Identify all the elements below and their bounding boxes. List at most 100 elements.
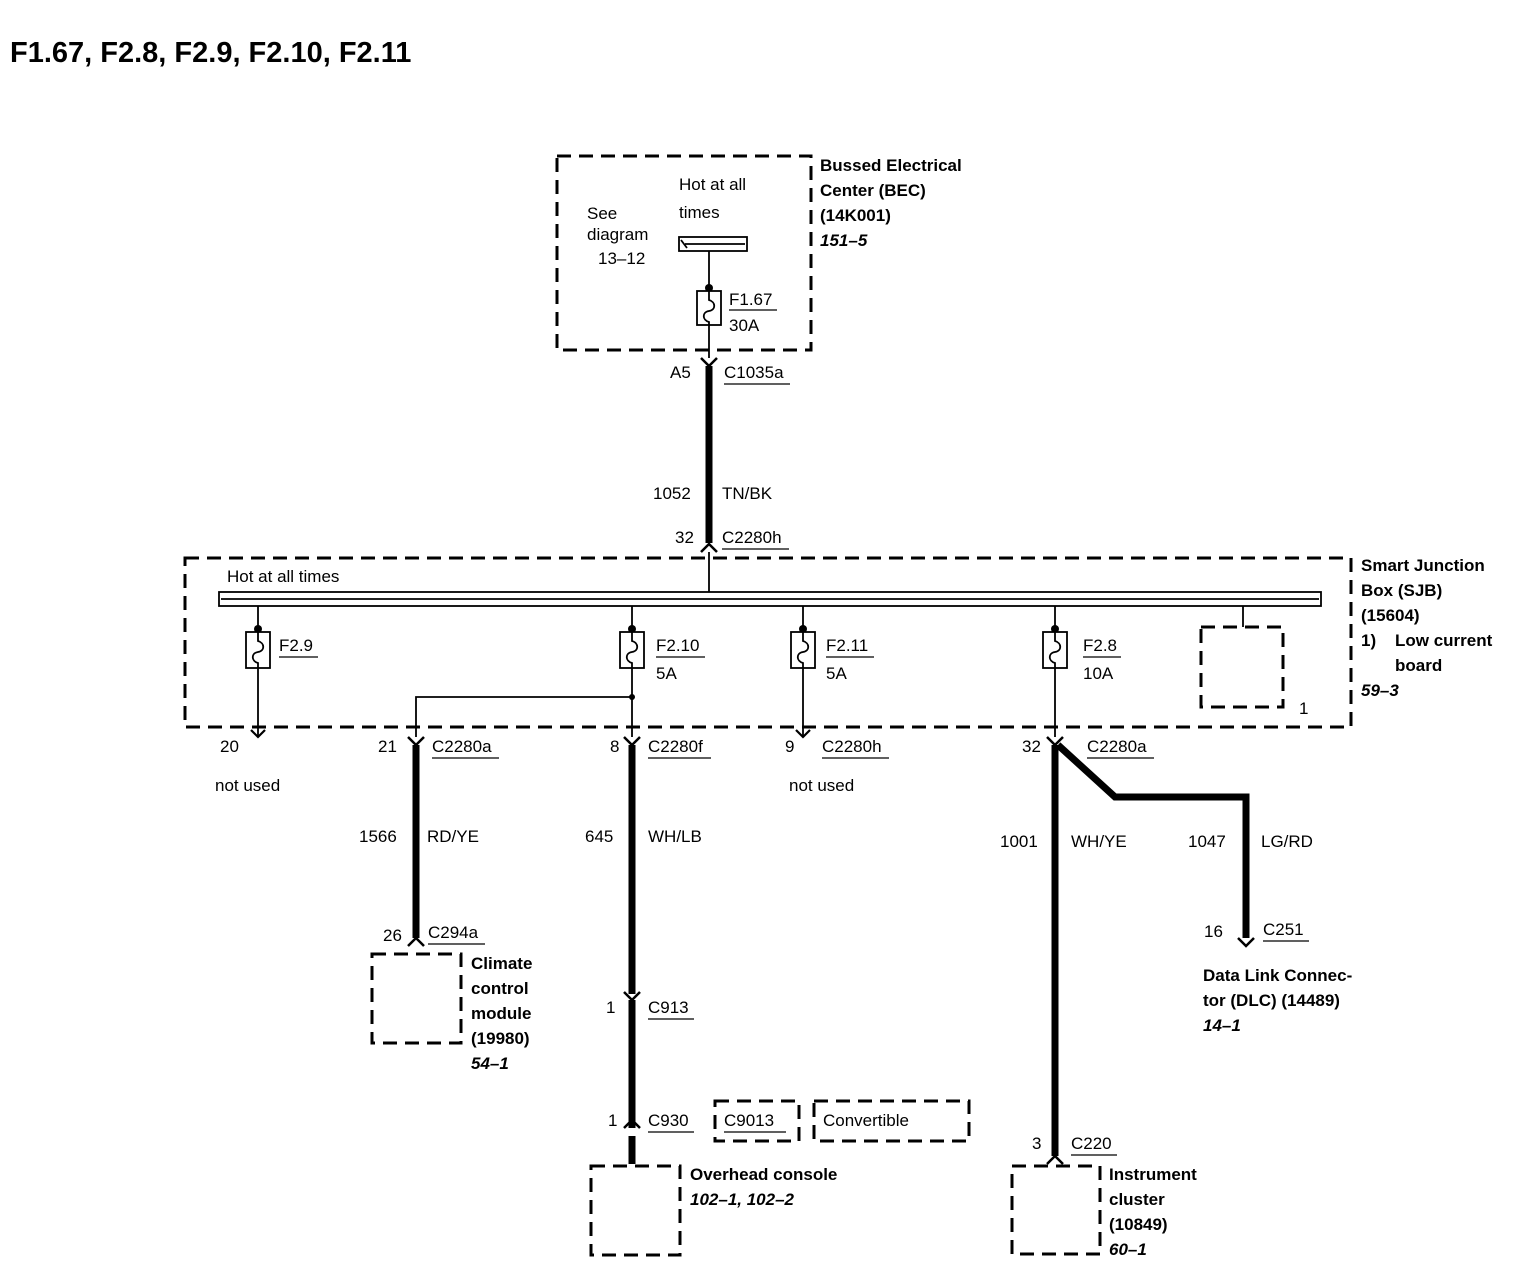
fuse-f2-10-label: F2.10 (656, 636, 699, 655)
wire-1566-color: RD/YE (427, 827, 479, 846)
dlc-pin-16: 16 (1204, 922, 1223, 941)
fuse-f2-9-symbol (245, 606, 271, 739)
wire-1001-color: WH/YE (1071, 832, 1127, 851)
climate-part-number: (19980) (471, 1029, 530, 1048)
sjb-bus-bar (218, 591, 1322, 607)
low-current-board-callout: 1 (1299, 699, 1308, 718)
instrument-cluster-box (1010, 1164, 1102, 1256)
wire-1047 (1055, 742, 1250, 938)
connector-c251-symbol (1237, 937, 1255, 948)
bec-name-line1: Bussed Electrical (820, 156, 962, 175)
overhead-c2280f-label: C2280f (648, 737, 703, 756)
sjb-note-line2: board (1395, 656, 1442, 675)
bec-box (555, 154, 813, 352)
sjb-name-line1: Smart Junction (1361, 556, 1485, 575)
connector-c2280h-input-symbol (700, 542, 718, 553)
connector-c294a-label: C294a (428, 923, 479, 942)
climate-name-line2: control (471, 979, 529, 998)
connector-c2280h-input-label: C2280h (722, 528, 782, 547)
fuse-f2-8-symbol (1042, 606, 1068, 737)
c913-pin-1: 1 (606, 998, 615, 1017)
f2-11-not-used: not used (789, 776, 854, 795)
fuse-f1-67-label: F1.67 (729, 290, 772, 309)
fuse-f2-10-rating: 5A (656, 664, 677, 683)
climate-page-ref: 54–1 (471, 1054, 509, 1073)
cluster-page-ref: 60–1 (1109, 1240, 1147, 1259)
climate-control-module-box (370, 952, 463, 1045)
connector-c251-label: C251 (1263, 920, 1304, 939)
dlc-page-ref: 14–1 (1203, 1016, 1241, 1035)
sjb-note-line1: Low current (1395, 631, 1493, 650)
sjb-page-ref: 59–3 (1361, 681, 1399, 700)
connector-c220-symbol (1046, 1154, 1064, 1165)
bec-hot-line2: times (679, 203, 720, 222)
bec-see-line3: 13–12 (598, 249, 645, 268)
wire-1047-circuit: 1047 (1188, 832, 1226, 851)
bec-bus-bar (678, 236, 748, 252)
feed-pin-a5: A5 (670, 363, 691, 382)
connector-c2280a-climate-symbol (407, 736, 425, 747)
climate-name-line1: Climate (471, 954, 532, 973)
bec-see-line2: diagram (587, 225, 648, 244)
connector-c913-label: C913 (648, 998, 689, 1017)
fuse-f2-10-symbol (415, 606, 645, 737)
climate-c2280a-label: C2280a (432, 737, 492, 756)
page-title: F1.67, F2.8, F2.9, F2.10, F2.11 (10, 37, 411, 69)
f2-8-c2280a-label: C2280a (1087, 737, 1147, 756)
low-current-board-box (1199, 625, 1285, 709)
cluster-part-number: (10849) (1109, 1215, 1168, 1234)
overhead-console-box (589, 1164, 682, 1257)
fuse-f2-8-label: F2.8 (1083, 636, 1117, 655)
bec-part-number: (14K001) (820, 206, 891, 225)
f2-11-connector-label: C2280h (822, 737, 882, 756)
f2-8-pin-32: 32 (1022, 737, 1041, 756)
connector-c294a-symbol (407, 936, 425, 947)
c930-pin-1: 1 (608, 1111, 617, 1130)
convertible-note: Convertible (823, 1111, 909, 1130)
sjb-hot-label: Hot at all times (227, 567, 339, 586)
connector-c930-symbol (623, 1118, 641, 1129)
wire-1047-color: LG/RD (1261, 832, 1313, 851)
f2-11-pin-9: 9 (785, 737, 794, 756)
climate-pin-21: 21 (378, 737, 397, 756)
wire-645-circuit: 645 (585, 827, 613, 846)
fuse-f2-11-label: F2.11 (826, 636, 868, 655)
f2-9-not-used: not used (215, 776, 280, 795)
wire-1566-circuit: 1566 (359, 827, 397, 846)
overhead-pin-8: 8 (610, 737, 619, 756)
bec-page-ref: 151–5 (820, 231, 868, 250)
connector-c930-label: C930 (648, 1111, 689, 1130)
connector-c1035a-label: C1035a (724, 363, 784, 382)
fuse-f2-11-rating: 5A (826, 664, 847, 683)
c9013-callout-box (713, 1099, 801, 1143)
climate-name-line3: module (471, 1004, 531, 1023)
convertible-callout-box (812, 1099, 971, 1143)
fuse-f2-11-symbol (790, 606, 816, 739)
connector-c1035a-symbol (700, 357, 718, 368)
fuse-f1-67-rating: 30A (729, 316, 760, 335)
sjb-note-number: 1) (1361, 631, 1376, 650)
wire-1052-circuit: 1052 (653, 484, 691, 503)
bec-name-line2: Center (BEC) (820, 181, 926, 200)
dlc-name-line2: tor (DLC) (14489) (1203, 991, 1340, 1010)
cluster-name-line2: cluster (1109, 1190, 1165, 1209)
climate-dest-pin-26: 26 (383, 926, 402, 945)
connector-c2280f-symbol (623, 736, 641, 747)
sjb-part-number: (15604) (1361, 606, 1420, 625)
overhead-console-page-ref: 102–1, 102–2 (690, 1190, 795, 1209)
connector-c220-label: C220 (1071, 1134, 1112, 1153)
wire-1001-circuit: 1001 (1000, 832, 1038, 851)
wire-1052-color: TN/BK (722, 484, 773, 503)
cluster-pin-3: 3 (1032, 1134, 1041, 1153)
overhead-console-name: Overhead console (690, 1165, 837, 1184)
sjb-box (183, 556, 1353, 729)
cluster-name-line1: Instrument (1109, 1165, 1197, 1184)
bec-see-line1: See (587, 204, 617, 223)
sjb-input-pin-32: 32 (675, 528, 694, 547)
fuse-f1-67-symbol (696, 284, 722, 326)
fuse-f2-9-label: F2.9 (279, 636, 313, 655)
bec-hot-line1: Hot at all (679, 175, 746, 194)
connector-c9013-label: C9013 (724, 1111, 774, 1130)
dlc-name-line1: Data Link Connec- (1203, 966, 1352, 985)
